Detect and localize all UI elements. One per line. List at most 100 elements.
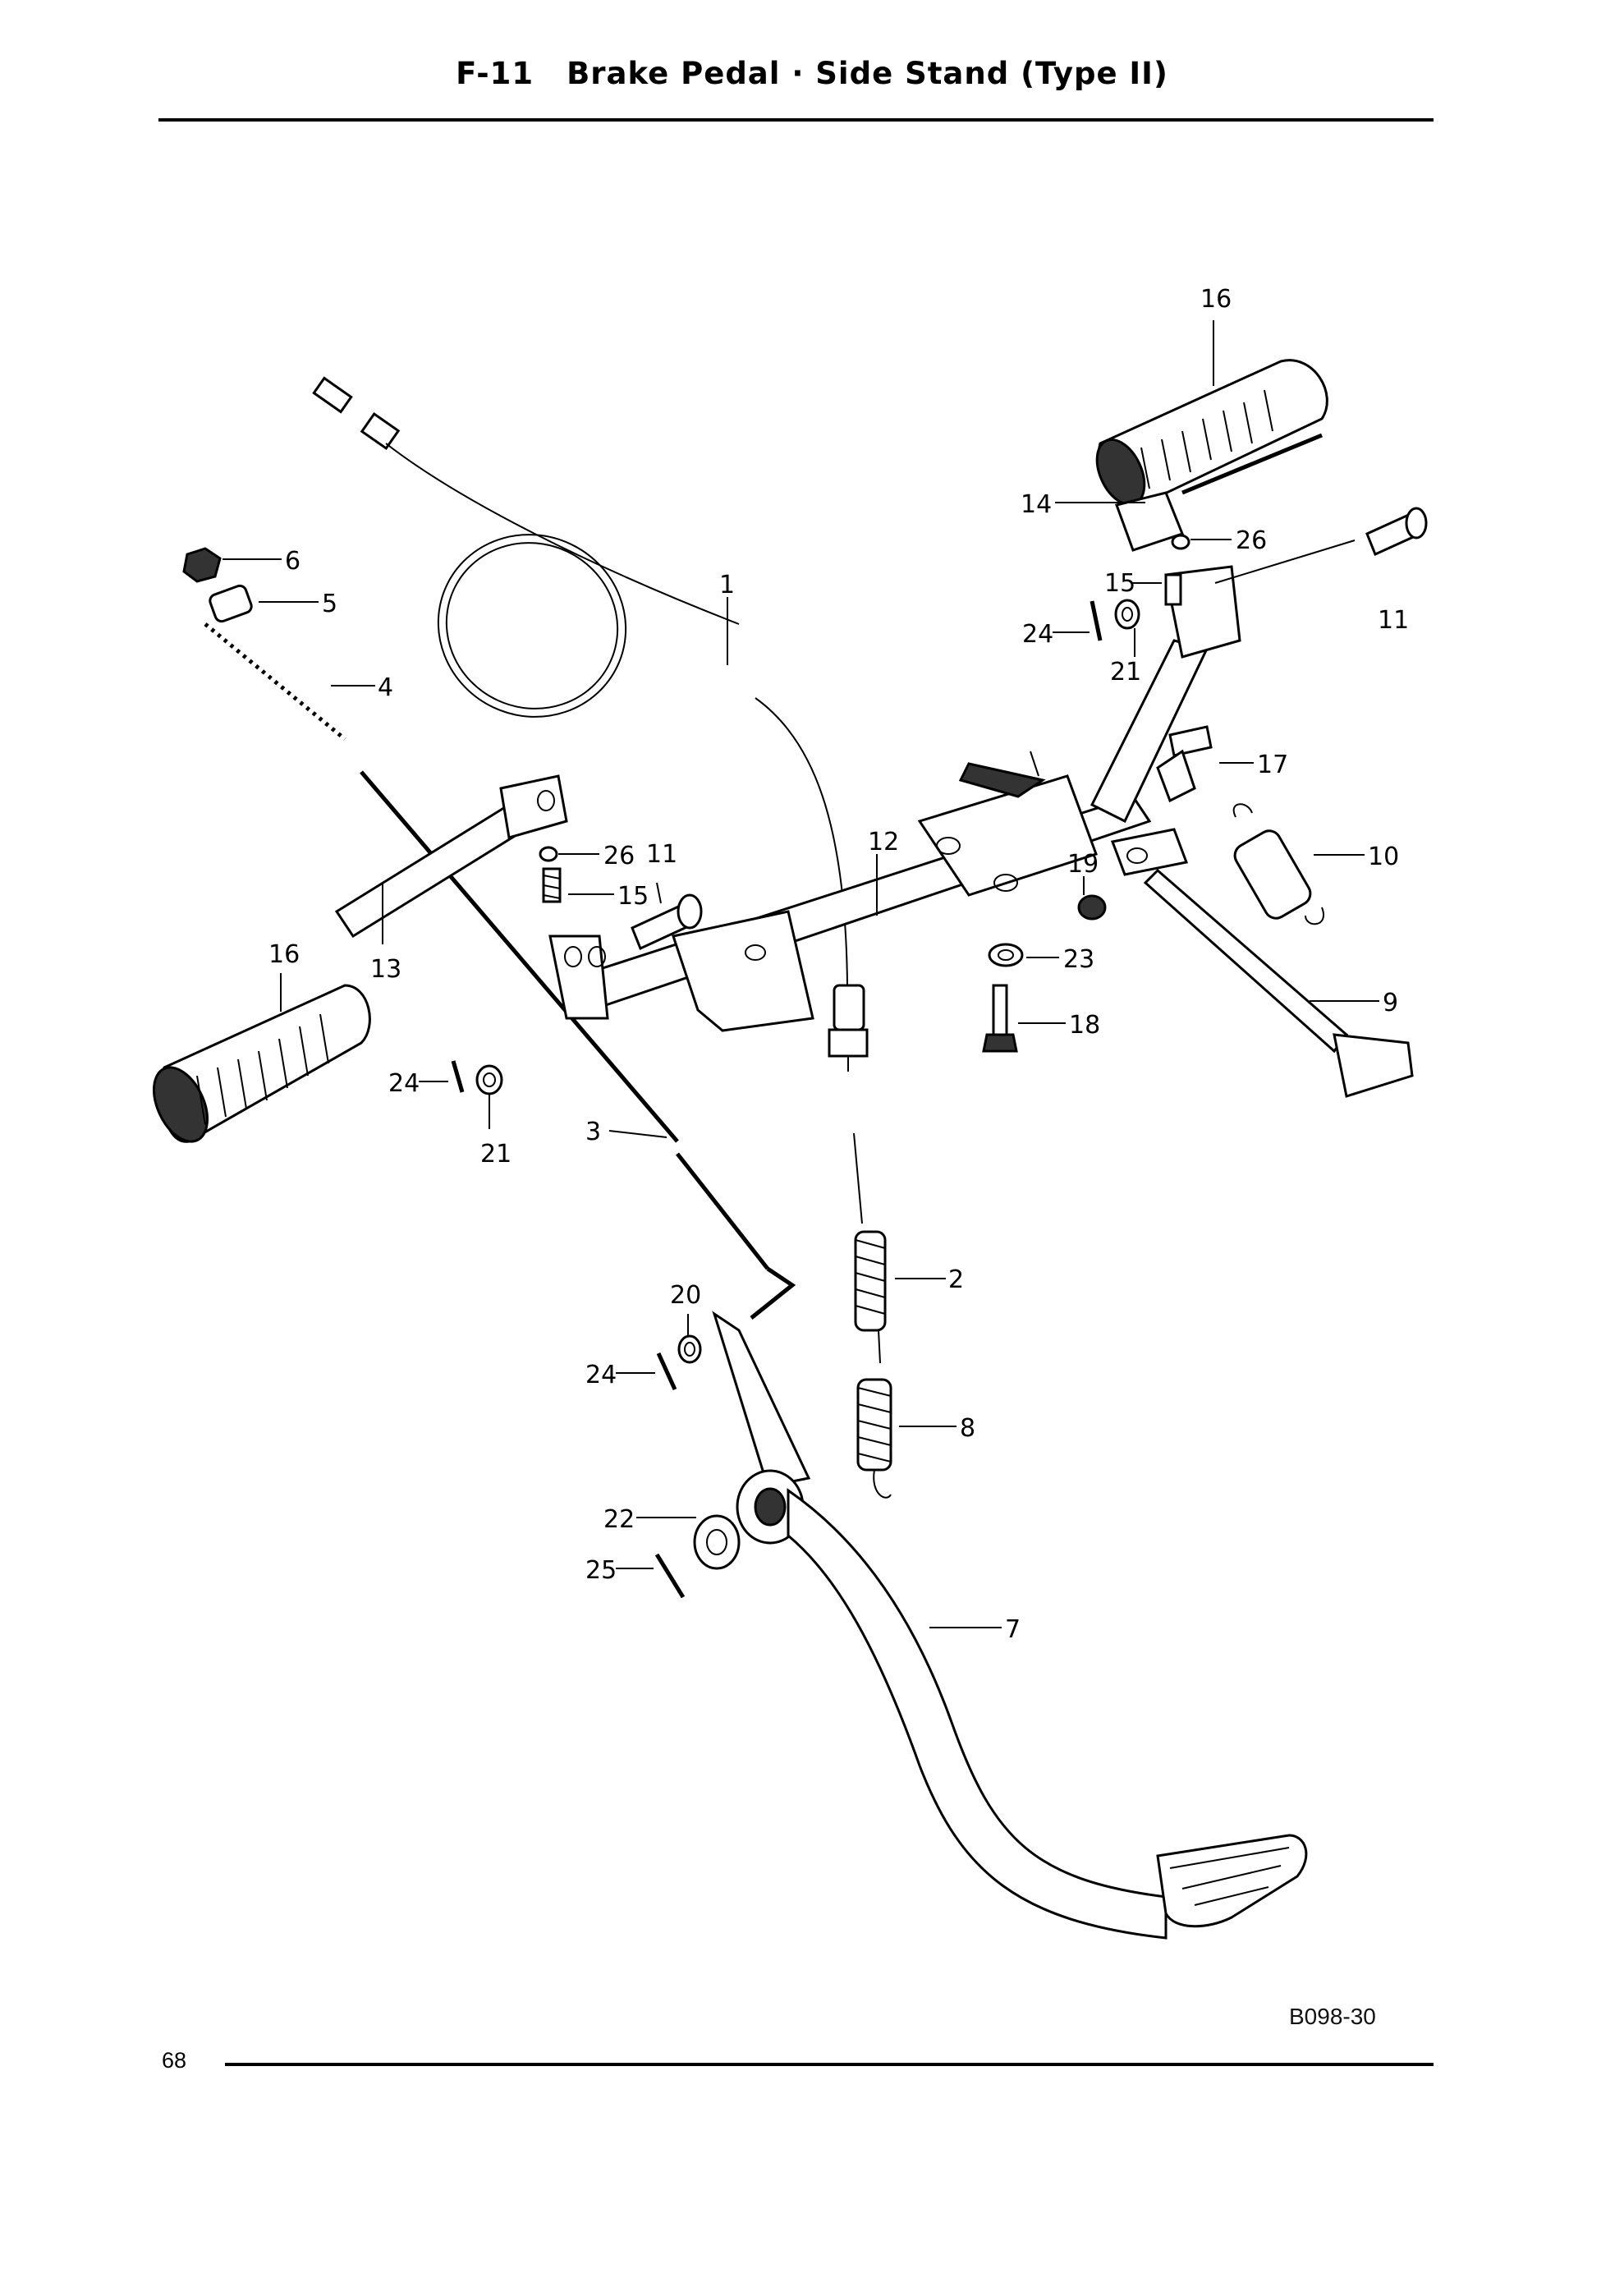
brake-pedal xyxy=(712,1311,1308,1940)
svg-text:11: 11 xyxy=(1378,606,1409,635)
callout-21-left: 21 xyxy=(480,1094,512,1169)
footer-rule xyxy=(225,2063,1434,2066)
bolt-18 xyxy=(982,984,1018,1053)
callout-26-left: 26 xyxy=(558,842,635,870)
callout-4: 4 xyxy=(331,673,393,702)
callout-25: 25 xyxy=(585,1556,654,1585)
svg-text:7: 7 xyxy=(1005,1615,1021,1644)
callout-10: 10 xyxy=(1314,843,1399,871)
svg-text:3: 3 xyxy=(585,1118,601,1146)
brake-cable xyxy=(312,376,869,1072)
spring-4 xyxy=(204,622,346,741)
svg-text:21: 21 xyxy=(480,1140,512,1169)
callout-5: 5 xyxy=(259,590,337,618)
callout-18: 18 xyxy=(1018,1011,1100,1040)
pin-11-right xyxy=(1365,507,1428,557)
holder-14 xyxy=(1115,491,1184,552)
cotter-pin-24-lower xyxy=(656,1352,677,1391)
spring-10 xyxy=(1232,803,1324,925)
washer-22 xyxy=(693,1514,741,1570)
joint-5 xyxy=(209,584,253,623)
footpeg-right xyxy=(1095,359,1328,507)
header-rule xyxy=(158,118,1434,122)
svg-text:2: 2 xyxy=(948,1265,964,1294)
svg-text:15: 15 xyxy=(617,882,649,911)
svg-text:14: 14 xyxy=(1021,490,1052,519)
section-code: F-11 xyxy=(456,56,534,91)
svg-text:25: 25 xyxy=(585,1556,617,1585)
svg-text:13: 13 xyxy=(370,955,401,984)
callout-16-left: 16 xyxy=(268,940,300,1012)
callout-6: 6 xyxy=(222,547,300,576)
svg-text:16: 16 xyxy=(1200,285,1232,314)
svg-text:5: 5 xyxy=(322,590,337,618)
svg-text:24: 24 xyxy=(585,1361,617,1389)
callout-16-right: 16 xyxy=(1200,285,1232,386)
callout-11-left: 11 xyxy=(646,840,677,904)
svg-text:22: 22 xyxy=(603,1505,635,1534)
callout-11-right: 11 xyxy=(1214,540,1409,635)
callout-24-right: 24 xyxy=(1022,620,1090,649)
callout-15-right: 15 xyxy=(1104,569,1162,598)
callout-26-right: 26 xyxy=(1190,526,1267,555)
washer-23 xyxy=(988,943,1024,967)
cotter-pin-24-right xyxy=(1090,600,1103,641)
svg-text:10: 10 xyxy=(1368,843,1399,871)
cotter-pin-25 xyxy=(654,1553,686,1599)
svg-text:24: 24 xyxy=(1022,620,1053,649)
svg-text:9: 9 xyxy=(1383,989,1398,1017)
spring-2 xyxy=(853,1132,887,1364)
svg-text:24: 24 xyxy=(388,1069,420,1098)
page-number: 68 xyxy=(162,2048,187,2073)
nut-19 xyxy=(1077,894,1107,921)
brake-rod xyxy=(360,770,796,1320)
svg-text:26: 26 xyxy=(603,842,635,870)
callout-22: 22 xyxy=(603,1505,696,1534)
svg-text:15: 15 xyxy=(1104,569,1135,598)
callout-12: 12 xyxy=(868,828,899,916)
callout-24-lower: 24 xyxy=(585,1361,655,1389)
svg-text:1: 1 xyxy=(719,571,735,599)
spring-15-left xyxy=(542,867,562,903)
callout-13: 13 xyxy=(370,883,401,984)
callout-2: 2 xyxy=(895,1265,964,1294)
washer-20 xyxy=(677,1334,702,1364)
cap-26-right xyxy=(1171,534,1190,550)
svg-text:12: 12 xyxy=(868,828,899,856)
svg-text:23: 23 xyxy=(1063,945,1094,974)
figure-code: B098-30 xyxy=(1289,2004,1376,2029)
callout-9: 9 xyxy=(1310,989,1398,1017)
stand-bar xyxy=(548,565,1241,1032)
washer-21-left xyxy=(475,1064,503,1095)
svg-text:4: 4 xyxy=(378,673,393,702)
callout-1: 1 xyxy=(719,571,735,665)
cotter-pin-24-left xyxy=(451,1060,465,1093)
callout-17: 17 xyxy=(1219,751,1288,779)
callout-20: 20 xyxy=(670,1281,701,1337)
svg-text:21: 21 xyxy=(1110,658,1141,687)
cap-26-left xyxy=(539,846,558,862)
svg-text:26: 26 xyxy=(1236,526,1267,555)
nut-6 xyxy=(182,547,222,583)
svg-text:11: 11 xyxy=(646,840,677,869)
svg-text:16: 16 xyxy=(268,940,300,969)
spring-15-right xyxy=(1164,573,1182,606)
callout-24-left: 24 xyxy=(388,1069,448,1098)
callout-7: 7 xyxy=(929,1615,1021,1644)
callout-8: 8 xyxy=(899,1414,975,1443)
footpeg-left xyxy=(153,984,371,1143)
callout-23: 23 xyxy=(1026,945,1094,974)
callout-15-left: 15 xyxy=(568,882,649,911)
svg-text:18: 18 xyxy=(1069,1011,1100,1040)
side-stand xyxy=(1110,828,1414,1098)
washer-21-right xyxy=(1114,599,1140,630)
pivot-arm xyxy=(334,774,568,939)
svg-text:6: 6 xyxy=(285,547,300,576)
bolt-17 xyxy=(1156,725,1213,803)
callout-19: 19 xyxy=(1067,850,1099,895)
svg-text:19: 19 xyxy=(1067,850,1099,879)
svg-text:8: 8 xyxy=(960,1414,975,1443)
svg-text:17: 17 xyxy=(1257,751,1288,779)
